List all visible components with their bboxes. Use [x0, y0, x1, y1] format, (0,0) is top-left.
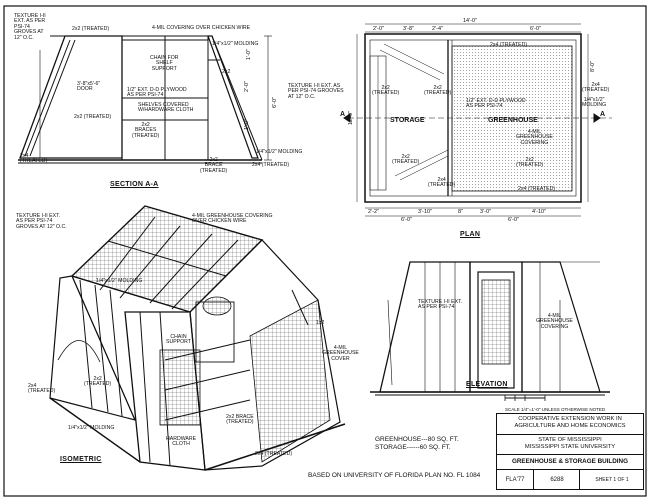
iso-bottom-2x4-label: 2x4 (TREATED) [255, 451, 293, 457]
section-dim-6ft: 6'-0" [272, 97, 278, 108]
plan-dim-bottom-2: 3'-10" [418, 209, 433, 215]
plan-dim-top-2: 3'-8" [403, 26, 414, 32]
plan-left-2x2-b-label: 2x2 (TREATED) [392, 154, 420, 166]
iso-molding-bottom-label: 1/4"x1/2" MOLDING [68, 425, 115, 431]
section-plywood-label: 1/2" EXT. D-D PLYWOOD AS PER PSI-74 [127, 87, 187, 99]
section-dim-1ft: 1'-0" [246, 49, 252, 60]
section-brace-label: 2x2 BRACE (TREATED) [200, 157, 228, 174]
based-on-note: BASED ON UNIVERSITY OF FLORIDA PLAN NO. … [308, 472, 481, 479]
plan-dim-top-4: 6'-0" [530, 26, 541, 32]
plan-greenhouse-label: GREENHOUSE [488, 117, 538, 124]
section-dim-2ft: 2'-0" [244, 81, 250, 92]
plan-dim-side-8ft: 8'-0" [590, 61, 596, 72]
sheet-border [3, 5, 647, 497]
section-left-2x4-label: 2x4 (TREATED) [20, 153, 48, 165]
greenhouse-area: GREENHOUSE---80 SQ. FT. [375, 436, 459, 443]
iso-chain-label: CHAIN SUPPORT [166, 334, 191, 346]
iso-texture-label: TEXTURE I-II EXT. AS PER PSI-74 GROVES A… [16, 213, 67, 230]
title-block: COOPERATIVE EXTENSION WORK IN AGRICULTUR… [496, 413, 644, 490]
section-door-label: 3'-8"x5'-6" DOOR [77, 81, 101, 93]
iso-left-2x4-label: 2x4 (TREATED) [28, 383, 56, 395]
section-dim-1ft-b: 1'-0" [244, 119, 250, 130]
section-mid-2x2-label: 2x2 (TREATED) [74, 114, 112, 120]
plan-dim-bottom-6: 6'-0" [401, 217, 412, 223]
title-block-cells: FLA'77 6288 SHEET 1 OF 1 [497, 469, 643, 489]
iso-hardware-label: HARDWARE CLOTH [166, 436, 197, 448]
title-block-line4: MISSISSIPPI STATE UNIVERSITY [524, 444, 616, 450]
storage-area: STORAGE------60 SQ. FT. [375, 444, 451, 451]
iso-molding-top-label: 1/4"x1/2" MOLDING [96, 278, 143, 284]
plan-dim-bottom-5: 4'-10" [532, 209, 547, 215]
plan-molding-label: 1/4"x1/2" MOLDING [582, 97, 607, 109]
title-block-line2: AGRICULTURE AND HOME ECONOMICS [514, 423, 626, 429]
plan-drawing [343, 23, 612, 217]
plan-texture-label: TEXTURE I-II EXT. AS PER PSI-74 GROOVES … [288, 83, 344, 100]
plan-title: PLAN [460, 231, 481, 238]
iso-covering-label: 4-MIL GREENHOUSE COVERING OVER CHICKEN W… [192, 213, 273, 225]
title-block-line1: COOPERATIVE EXTENSION WORK IN [518, 416, 622, 422]
section-bottom-2x4-label: 2x4 (TREATED) [252, 162, 290, 168]
plan-left-2x2-label: 2x2 (TREATED) [372, 85, 400, 97]
plan-mid-2x2-label: 2x2 (TREATED) [424, 85, 452, 97]
section-aa-drawing [18, 35, 272, 164]
plan-dim-bottom-1: 2'-2" [368, 209, 379, 215]
plan-section-mark-left: A [340, 111, 346, 118]
section-texture-label: TEXTURE I-II EXT. AS PER PSI-74 GROVES A… [14, 13, 46, 41]
elevation-covering-label: 4-MIL GREENHOUSE COVERING [536, 313, 573, 330]
iso-brace-label: 2x2 BRACE (TREATED) [226, 414, 254, 426]
section-covering-label: 4-MIL COVERING OVER CHICKEN WIRE [152, 25, 251, 31]
plan-section-mark-right: A [600, 111, 606, 118]
iso-1x2-label: 1x2 [316, 320, 325, 326]
section-molding-bottom-label: 1/4"x1/2" MOLDING [256, 149, 303, 155]
plan-top-2x4-label: 2x4 (TREATED) [490, 42, 528, 48]
plan-storage-label: STORAGE [390, 117, 425, 124]
plan-plywood-label: 1/2" EXT. D-D PLYWOOD AS PER PSI-74 [466, 98, 526, 110]
title-block-cell-date: FLA'77 [505, 476, 525, 483]
title-block-cell-sheet: SHEET 1 OF 1 [579, 470, 644, 489]
section-molding-top-label: 1/4"x1/2" MOLDING [212, 41, 259, 47]
title-block-line3: STATE OF MISSISSIPPI [497, 434, 643, 443]
plan-dim-bottom-7: 6'-0" [508, 217, 519, 223]
section-braces-label: 2x2 BRACES (TREATED) [132, 122, 160, 139]
scale-bar [504, 395, 546, 401]
plan-dim-top-1: 2'-0" [373, 26, 384, 32]
section-chain-label: CHAIN FOR SHELF SUPPORT [150, 55, 179, 72]
plan-dim-side-12ft: 12'-0" [348, 110, 354, 125]
plan-dim-bottom-3: 8" [458, 209, 464, 215]
section-2x2-label: 2x2 [222, 69, 231, 75]
plan-covering-label: 4-MIL GREENHOUSE COVERING [516, 129, 553, 146]
isometric-title: ISOMETRIC [60, 456, 102, 463]
isometric-drawing [49, 205, 346, 471]
section-aa-title: SECTION A-A [110, 181, 159, 188]
title-block-cell-number: 6288 [533, 470, 580, 489]
plan-bottom-2x4-b-label: 2x4 (TREATED) [518, 186, 556, 192]
elevation-title: ELEVATION [466, 381, 508, 388]
iso-left-2x2-label: 2x2 (TREATED) [84, 376, 112, 388]
iso-gh-cover-label: 4-MIL GREENHOUSE COVER [322, 345, 359, 362]
plan-dim-bottom-4: 3'-0" [480, 209, 491, 215]
plan-bottom-2x4-label: 2x4 (TREATED) [428, 177, 456, 189]
title-block-project: GREENHOUSE & STORAGE BUILDING [497, 454, 643, 469]
section-shelves-label: SHELVES COVERED W/HARDWARE CLOTH [138, 102, 194, 114]
elevation-texture-label: TEXTURE I-II EXT. AS PER PSI-74 [418, 299, 463, 311]
plan-dim-top-3: 2'-4" [432, 26, 443, 32]
section-top-2x2-label: 2x2 (TREATED) [72, 26, 110, 32]
scale-note: SCALE 1/4"=1'-0" UNLESS OTHERWISE NOTED [505, 407, 606, 412]
plan-right-2x4-label: 2x4 (TREATED) [582, 82, 610, 94]
elevation-drawing [370, 261, 610, 396]
plan-dim-overall: 14'-0" [463, 18, 478, 24]
plan-right-2x2-label: 2x2 (TREATED) [516, 157, 544, 169]
